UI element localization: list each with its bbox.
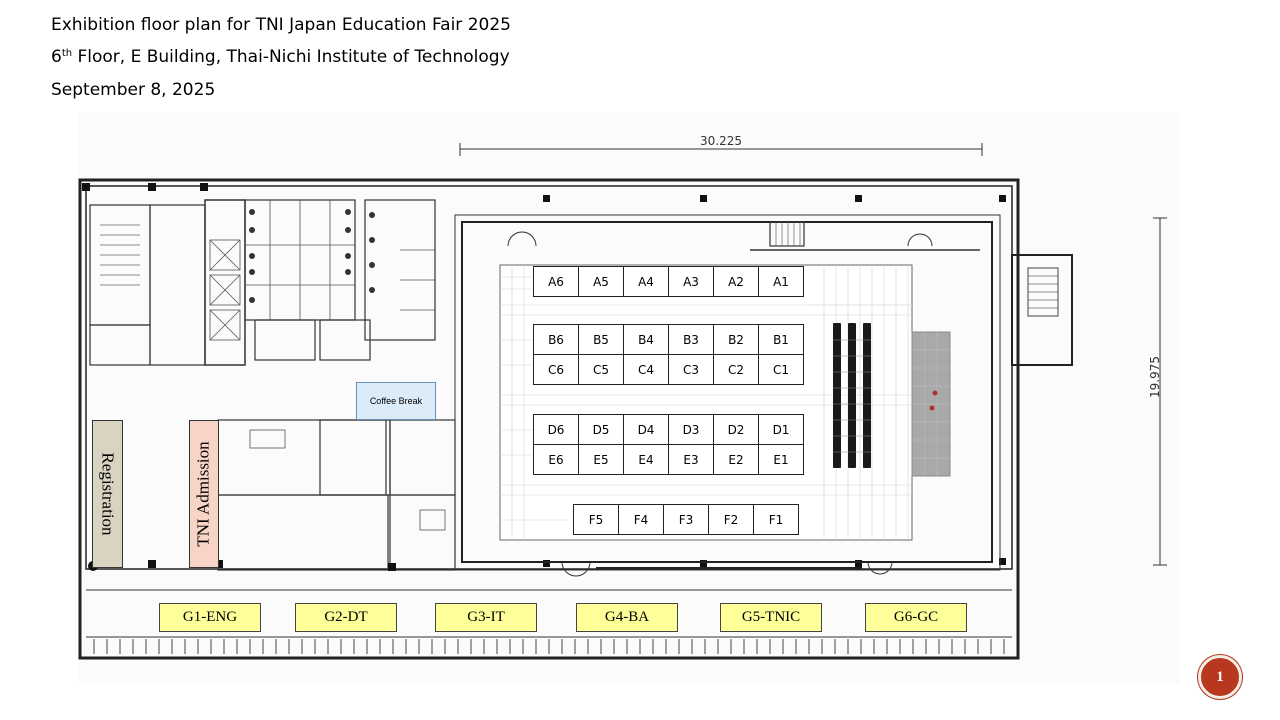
booth-e2: E2 [713,444,759,475]
gate-g2-dt: G2-DT [295,603,397,632]
width-dimension: 30.225 [700,134,742,148]
booth-a4: A4 [623,266,669,297]
floor-ordinal: th [61,48,73,59]
admission-label: TNI Admission [194,441,213,547]
booth-b6: B6 [533,324,579,355]
booth-d5: D5 [578,414,624,445]
booth-c6: C6 [533,354,579,385]
booth-c1: C1 [758,354,804,385]
booth-e5: E5 [578,444,624,475]
booth-c3: C3 [668,354,714,385]
booth-f1: F1 [753,504,799,535]
plan-location: 6th Floor, E Building, Thai-Nichi Instit… [51,47,510,67]
booth-f3: F3 [663,504,709,535]
plan-date: September 8, 2025 [51,80,216,100]
tni-admission-desk: TNI Admission [189,420,219,568]
gate-g4-ba: G4-BA [576,603,678,632]
booth-a6: A6 [533,266,579,297]
coffee-break-label: Coffee Break [369,396,423,406]
booth-b2: B2 [713,324,759,355]
registration-desk: Registration [92,420,123,568]
booth-f2: F2 [708,504,754,535]
booth-f5: F5 [573,504,619,535]
booth-b4: B4 [623,324,669,355]
booth-d1: D1 [758,414,804,445]
booth-b1: B1 [758,324,804,355]
booth-c4: C4 [623,354,669,385]
booth-c2: C2 [713,354,759,385]
page-number-badge: 1 [1198,655,1242,699]
booth-e6: E6 [533,444,579,475]
building-text: Floor, E Building, Thai-Nichi Institute … [72,47,510,67]
plan-title: Exhibition floor plan for TNI Japan Educ… [51,15,511,35]
gate-g5-tnic: G5-TNIC [720,603,822,632]
booth-a1: A1 [758,266,804,297]
gate-g6-gc: G6-GC [865,603,967,632]
booth-b5: B5 [578,324,624,355]
booth-d6: D6 [533,414,579,445]
booth-a3: A3 [668,266,714,297]
gate-g3-it: G3-IT [435,603,537,632]
booth-e1: E1 [758,444,804,475]
gate-g1-eng: G1-ENG [159,603,261,632]
booth-d2: D2 [713,414,759,445]
booth-b3: B3 [668,324,714,355]
booth-a5: A5 [578,266,624,297]
floor-number: 6 [51,47,62,67]
booth-c5: C5 [578,354,624,385]
booth-d4: D4 [623,414,669,445]
height-dimension: 19.975 [1148,356,1162,398]
booth-e3: E3 [668,444,714,475]
registration-label: Registration [98,452,118,536]
booth-a2: A2 [713,266,759,297]
booth-e4: E4 [623,444,669,475]
booth-f4: F4 [618,504,664,535]
booth-d3: D3 [668,414,714,445]
coffee-break-area: Coffee Break [356,382,436,420]
